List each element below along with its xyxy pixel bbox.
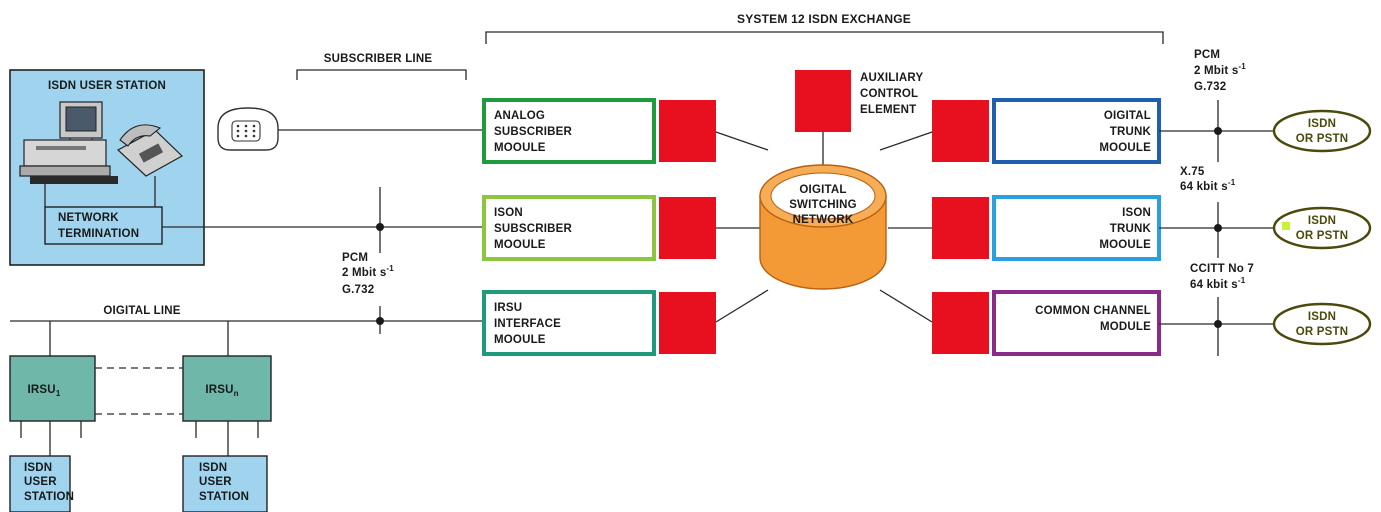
remote-user-station-2 — [182, 455, 268, 512]
trunk-junction-3 — [1214, 320, 1222, 328]
control-element-isdn-trunk — [932, 197, 989, 259]
trunk-link-1-line-3: G.732 — [1194, 81, 1226, 93]
svg-text:ISDN: ISDN — [1308, 311, 1336, 323]
subscriber-pcm-line-1: PCM — [342, 252, 368, 264]
switching-network-line-3: NETWORK — [793, 214, 854, 226]
svg-text:OR PSTN: OR PSTN — [1296, 326, 1349, 338]
isdn-subscriber-module: ISON SUBSCRIBER MOOULE — [482, 195, 656, 261]
svg-text:ANALOG: ANALOG — [494, 110, 545, 122]
external-network-1: ISDN OR PSTN — [1272, 109, 1372, 153]
svg-text:TRUNK: TRUNK — [1110, 126, 1152, 138]
svg-text:SUBSCRIBER: SUBSCRIBER — [494, 126, 573, 138]
digital-trunk-module: OIGITAL TRUNK MOOULE — [992, 98, 1161, 164]
control-element-digital-trunk — [932, 100, 989, 162]
network-termination-box — [44, 206, 163, 245]
control-element-isdn-subscriber — [659, 197, 716, 259]
svg-text:ISON: ISON — [494, 207, 523, 219]
digital-switching-network: OIGITAL SWITCHING NETWORK — [759, 164, 887, 290]
remote-user-station-2-line-2: USER — [199, 476, 232, 488]
subscriber-line-bracket — [296, 69, 467, 80]
trunk-link-1-line-1: PCM — [1194, 49, 1220, 61]
auxiliary-control-line-3: ELEMENT — [860, 104, 916, 116]
svg-text:INTERFACE: INTERFACE — [494, 318, 561, 330]
subscriber-line-label: SUBSCRIBER LINE — [324, 53, 433, 65]
irsu-1-box — [9, 355, 96, 422]
auxiliary-control-element — [795, 70, 851, 132]
auxiliary-control-line-1: AUXILIARY — [860, 72, 923, 84]
exchange-title: SYSTEM 12 ISDN EXCHANGE — [737, 12, 911, 26]
network-termination-line-1: NETWORK — [58, 212, 119, 224]
analog-subscriber-module: ANALOG SUBSCRIBER MOOULE — [482, 98, 656, 164]
auxiliary-control-line-2: CONTROL — [860, 88, 918, 100]
svg-text:MODULE: MODULE — [1100, 321, 1151, 333]
isdn-user-station-title: ISDN USER STATION — [48, 80, 166, 92]
svg-text:ISDN: ISDN — [1308, 118, 1336, 130]
isdn-line-junction — [376, 223, 384, 231]
remote-user-station-2-line-1: ISDN — [199, 462, 227, 474]
svg-text:COMMON CHANNEL: COMMON CHANNEL — [1035, 305, 1151, 317]
control-element-analog — [659, 100, 716, 162]
subscriber-pcm-line-3: G.732 — [342, 284, 374, 296]
irsu-interface-module: IRSU INTERFACE MOOULE — [482, 290, 656, 356]
svg-text:MOOULE: MOOULE — [1099, 239, 1151, 251]
svg-text:OR PSTN: OR PSTN — [1296, 133, 1349, 145]
external-network-3: ISDN OR PSTN — [1272, 302, 1372, 346]
svg-text:OR PSTN: OR PSTN — [1296, 230, 1349, 242]
svg-text:MOOULE: MOOULE — [494, 239, 546, 251]
remote-user-station-2-line-3: STATION — [199, 491, 249, 503]
switching-network-line-2: SWITCHING — [789, 199, 857, 211]
svg-text:TRUNK: TRUNK — [1110, 223, 1152, 235]
analog-telephone-icon — [217, 107, 279, 151]
irsu-1-label: IRSU1 — [28, 384, 61, 398]
svg-text:MOOULE: MOOULE — [1099, 142, 1151, 154]
svg-text:IRSU: IRSU — [494, 302, 522, 314]
svg-text:MOOULE: MOOULE — [494, 334, 546, 346]
workstation-icon — [19, 101, 118, 184]
irsu-n-box — [182, 355, 272, 422]
trunk-link-3-line-2: 64 kbit s-1 — [1190, 276, 1246, 291]
isdn-telephone-icon — [116, 124, 184, 177]
trunk-junction-1 — [1214, 127, 1222, 135]
svg-text:MOOULE: MOOULE — [494, 142, 546, 154]
isdn-trunk-module: ISON TRUNK MOOULE — [992, 195, 1161, 261]
remote-user-station-1 — [9, 455, 71, 512]
trunk-junction-2 — [1214, 224, 1222, 232]
trunk-link-2-line-2: 64 kbit s-1 — [1180, 178, 1236, 193]
digital-line-junction — [376, 317, 384, 325]
trunk-link-2-line-1: X.75 — [1180, 166, 1205, 178]
remote-user-station-1-line-2: USER — [24, 476, 57, 488]
svg-text:OIGITAL: OIGITAL — [1104, 110, 1151, 122]
svg-text:SUBSCRIBER: SUBSCRIBER — [494, 223, 573, 235]
svg-text:ISON: ISON — [1122, 207, 1151, 219]
remote-user-station-1-line-1: ISDN — [24, 462, 52, 474]
external-network-2: ISDN OR PSTN — [1272, 206, 1372, 250]
subscriber-pcm-line-2: 2 Mbit s-1 — [342, 264, 394, 279]
network-termination-line-2: TERMINATION — [58, 228, 139, 240]
digital-line-label: OIGITAL LINE — [103, 305, 180, 317]
exchange-bracket — [485, 31, 1164, 44]
switching-network-line-1: OIGITAL — [799, 184, 846, 196]
control-element-irsu — [659, 292, 716, 354]
remote-user-station-1-line-3: STATION — [24, 491, 74, 503]
trunk-link-1-line-2: 2 Mbit s-1 — [1194, 62, 1246, 77]
irsu-n-label: IRSUn — [205, 384, 238, 398]
common-channel-module: COMMON CHANNEL MODULE — [992, 290, 1161, 356]
control-element-common-channel — [932, 292, 989, 354]
svg-text:ISDN: ISDN — [1308, 215, 1336, 227]
trunk-link-3-line-1: CCITT No 7 — [1190, 263, 1254, 275]
